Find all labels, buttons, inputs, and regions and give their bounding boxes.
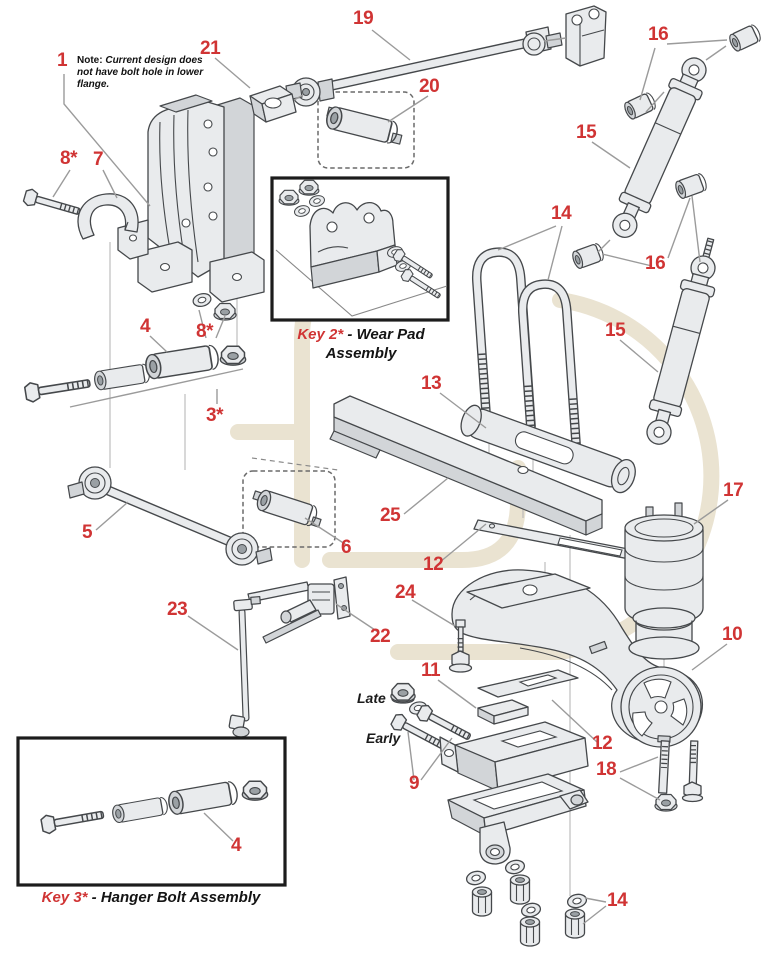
callout-11: 11 xyxy=(421,660,441,681)
callout-20: 20 xyxy=(419,76,440,97)
callout-24: 24 xyxy=(395,582,416,603)
callout-23: 23 xyxy=(167,599,188,620)
axle-seat-upper xyxy=(439,721,589,792)
slotted-seat-plate xyxy=(477,669,579,698)
callout-22: 22 xyxy=(370,626,391,647)
seat-bolt-24 xyxy=(448,619,473,673)
callout-14-bot: 14 xyxy=(607,890,628,911)
shock-absorber-lower xyxy=(638,237,724,449)
callout-17: 17 xyxy=(723,480,744,501)
callout-8-top: 8* xyxy=(60,148,77,169)
callout-16-mid: 16 xyxy=(645,253,666,274)
callout-5: 5 xyxy=(82,522,93,543)
height-control-valve xyxy=(247,576,351,644)
torque-rod-bushing-20 xyxy=(323,104,403,146)
variant-label-early: Early xyxy=(366,730,401,746)
callout-1: 1 xyxy=(57,50,68,71)
key3-caption-rest: - Hanger Bolt Assembly xyxy=(87,889,261,906)
u-bolts xyxy=(472,247,582,464)
seat-bolts-18 xyxy=(654,735,704,812)
torque-rod-lower xyxy=(67,466,273,566)
callout-12-up: 12 xyxy=(423,554,444,575)
key2-caption-rest: - Wear Pad xyxy=(343,326,425,343)
callout-15-top: 15 xyxy=(576,122,597,143)
leader-lines xyxy=(52,29,729,925)
callout-4-key3: 4 xyxy=(231,835,242,856)
callout-18: 18 xyxy=(596,759,617,780)
air-spring xyxy=(624,502,704,660)
design-note: Note: Current design does not have bolt … xyxy=(77,55,205,92)
frame-hanger-bracket xyxy=(117,94,265,303)
callout-19: 19 xyxy=(353,8,374,29)
callout-7: 7 xyxy=(93,149,104,170)
key3-hanger-bolt-box xyxy=(16,736,287,887)
key3-caption: Key 3* - Hanger Bolt Assembly xyxy=(16,889,286,908)
spring-top-plate xyxy=(460,404,636,494)
note-body: Current design does not have bolt hole i… xyxy=(77,55,204,91)
callout-13: 13 xyxy=(421,373,442,394)
key2-caption-line2: Assembly xyxy=(325,344,397,362)
leaf-spring xyxy=(329,395,603,536)
note-prefix: Note: xyxy=(77,55,103,66)
callout-25: 25 xyxy=(380,505,401,526)
key2-caption: Key 2* - Wear Pad Assembly xyxy=(272,326,450,364)
callout-10: 10 xyxy=(722,624,743,645)
torque-rod-bushing-6 xyxy=(252,488,322,528)
variant-label-late: Late xyxy=(357,690,386,706)
spacer-block xyxy=(477,699,529,725)
bottom-washers-nuts xyxy=(464,858,589,947)
shock-absorber-upper xyxy=(603,51,716,244)
hanger-bolt-upper xyxy=(23,188,82,220)
callout-8-low: 8* xyxy=(196,321,213,342)
hanger-bolt-assembly-row xyxy=(24,343,247,402)
key2-wear-pad-box xyxy=(270,176,450,322)
axle-seat-lower xyxy=(447,773,589,865)
linkage-rod xyxy=(228,595,261,738)
callout-12-low: 12 xyxy=(592,733,613,754)
callout-3: 3* xyxy=(206,405,223,426)
callout-21: 21 xyxy=(200,38,221,59)
key2-caption-key: Key 2* xyxy=(297,326,344,343)
callout-9: 9 xyxy=(409,773,420,794)
bushing-6-dashed-box xyxy=(242,470,336,548)
bushing-20-dashed-box xyxy=(317,91,415,169)
torque-rod-end-socket xyxy=(249,85,297,123)
torque-rod-upper xyxy=(285,26,563,107)
wear-pad xyxy=(77,193,139,240)
trailing-arm xyxy=(451,569,703,748)
callout-14-top: 14 xyxy=(551,203,572,224)
callout-6: 6 xyxy=(341,537,352,558)
callout-4-main: 4 xyxy=(140,316,151,337)
callout-16-top: 16 xyxy=(648,24,669,45)
callout-15-low: 15 xyxy=(605,320,626,341)
axle-bracket-top-right xyxy=(565,5,607,67)
arm-mount-plate xyxy=(466,573,591,609)
late-nut-washer xyxy=(390,682,429,717)
key3-caption-key: Key 3* xyxy=(41,889,88,906)
